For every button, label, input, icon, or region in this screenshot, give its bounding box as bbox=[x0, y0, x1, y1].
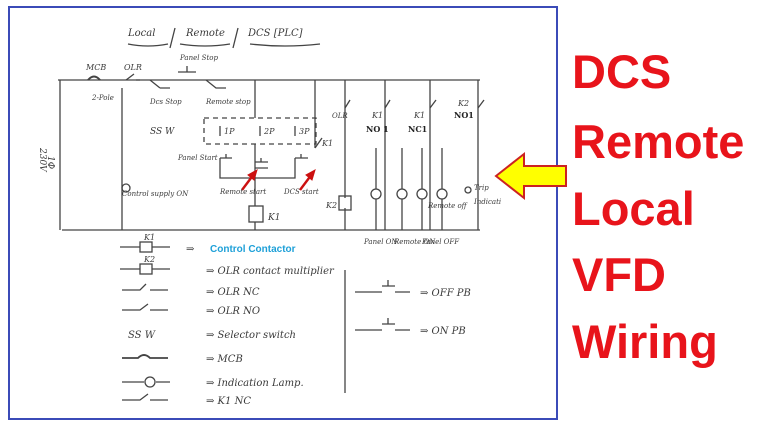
legend-olr-nc-label: ⇒ OLR NC bbox=[206, 287, 260, 298]
legend-olr-nc bbox=[122, 283, 168, 291]
title-line-dcs: DCS bbox=[572, 45, 672, 98]
olr-contact bbox=[125, 73, 140, 81]
selector-switch-box bbox=[203, 117, 317, 145]
trip-label: Trip bbox=[474, 184, 489, 192]
dcs-start-pb bbox=[255, 154, 308, 179]
legend-selector-label: ⇒ Selector switch bbox=[206, 330, 296, 341]
panel-stop-label: Panel Stop bbox=[179, 54, 219, 62]
lamp-remote-on bbox=[396, 188, 408, 200]
title-line-vfd: VFD bbox=[572, 248, 666, 301]
remote-off-label: Remote off bbox=[427, 202, 468, 210]
yellow-arrow-icon bbox=[494, 151, 567, 201]
output-contacts bbox=[344, 99, 485, 109]
indication-label: Indicati bbox=[473, 198, 501, 206]
dcs-start-label: DCS start bbox=[283, 188, 319, 196]
legend-k1-symbol bbox=[139, 241, 153, 253]
lamp-remote-on-label: Remote ON bbox=[393, 238, 436, 246]
no1b-label: NO1 bbox=[454, 110, 474, 120]
wiring-diagram: Local Remote DCS [PLC] MCB 2-Pole OLR Pa… bbox=[37, 27, 501, 407]
phase-label: 1Φ bbox=[45, 156, 55, 169]
lamp-panel-off-label: Panel OFF bbox=[421, 238, 460, 246]
selector-2p: 2P bbox=[263, 127, 275, 136]
voltage-label: 230V bbox=[37, 147, 47, 173]
remote-stop-contact bbox=[205, 79, 226, 89]
remote-stop-label: Remote stop bbox=[205, 98, 251, 106]
selector-1p: 1P bbox=[224, 127, 235, 136]
nc1-label: NC1 bbox=[408, 124, 427, 134]
legend-olr-no-label: ⇒ OLR NO bbox=[206, 306, 260, 317]
selector-contacts bbox=[219, 126, 296, 136]
legend-k2-symbol bbox=[139, 263, 153, 275]
title-line-remote: Remote bbox=[572, 115, 745, 168]
lamp-leads bbox=[375, 148, 443, 230]
legend-mcb bbox=[122, 354, 168, 359]
control-supply-label: Control supply ON bbox=[122, 190, 189, 198]
legend-on-pb bbox=[355, 318, 410, 331]
legend-lamp bbox=[144, 376, 156, 388]
legend-olr-no bbox=[122, 303, 168, 311]
k1-aux-label: K1 bbox=[321, 139, 333, 148]
k1-aux-contact bbox=[314, 137, 323, 149]
mcb-symbol bbox=[87, 75, 101, 81]
k1-coil bbox=[248, 205, 264, 223]
mcb-label: MCB bbox=[85, 63, 106, 72]
panel-stop-pb bbox=[178, 66, 196, 73]
k1-nc1-label: K1 bbox=[413, 111, 425, 120]
legend-lamp-label: ⇒ Indication Lamp. bbox=[206, 378, 304, 389]
lamp-panel-off bbox=[416, 188, 428, 200]
no1-label: NO 1 bbox=[366, 124, 389, 134]
header-underline bbox=[127, 43, 321, 47]
legend-k2-label: K2 bbox=[143, 255, 155, 264]
k2-coil-label: K2 bbox=[325, 201, 337, 210]
k1-coil-label: K1 bbox=[267, 213, 280, 223]
k1-no1-label: K1 bbox=[371, 111, 383, 120]
legend-k1nc bbox=[122, 393, 168, 401]
header-local: Local bbox=[127, 28, 155, 39]
header-separator bbox=[169, 27, 239, 49]
olr-column-label: OLR bbox=[332, 112, 348, 120]
k2-no1-label: K2 bbox=[457, 99, 469, 108]
panel-start-label: Panel Start bbox=[177, 154, 218, 162]
lamp-control-supply bbox=[121, 183, 131, 193]
legend-mcb-label: ⇒ MCB bbox=[206, 354, 243, 365]
control-contactor-label: Control Contactor bbox=[210, 244, 296, 255]
olr-label: OLR bbox=[124, 63, 142, 72]
remote-start-label: Remote start bbox=[219, 188, 266, 196]
legend-off-pb-label: ⇒ OFF PB bbox=[420, 288, 471, 299]
diagram-frame: Local Remote DCS [PLC] MCB 2-Pole OLR Pa… bbox=[8, 6, 558, 420]
ssw-label: SS W bbox=[150, 127, 175, 137]
legend-k1nc-label: ⇒ K1 NC bbox=[206, 396, 251, 407]
k2-coil bbox=[338, 195, 352, 211]
legend-on-pb-label: ⇒ ON PB bbox=[420, 326, 466, 337]
lamp-panel-on bbox=[370, 188, 382, 200]
dcs-stop-contact bbox=[149, 79, 170, 89]
lamp-remote-off bbox=[436, 188, 448, 200]
legend-k1-label: K1 bbox=[143, 233, 155, 242]
legend-arrow-1: ⇒ bbox=[186, 244, 195, 255]
legend-ssw-symbol: SS W bbox=[128, 330, 156, 341]
mcb-sub-label: 2-Pole bbox=[91, 94, 114, 102]
title-line-wiring: Wiring bbox=[572, 315, 718, 368]
lamp-panel-on-label: Panel ON bbox=[363, 238, 398, 246]
title-line-local: Local bbox=[572, 182, 695, 235]
legend-off-pb bbox=[355, 280, 410, 293]
panel-start-pb bbox=[219, 154, 255, 179]
selector-3p: 3P bbox=[299, 127, 310, 136]
dcs-stop-label: Dcs Stop bbox=[149, 98, 182, 106]
highlight-arrows bbox=[241, 168, 316, 191]
legend-olr-multiplier: ⇒ OLR contact multiplier bbox=[206, 266, 335, 277]
remote-start-pb bbox=[255, 158, 268, 169]
lamp-trip bbox=[464, 186, 472, 194]
header-remote: Remote bbox=[185, 28, 225, 39]
header-dcs: DCS [PLC] bbox=[247, 28, 303, 39]
